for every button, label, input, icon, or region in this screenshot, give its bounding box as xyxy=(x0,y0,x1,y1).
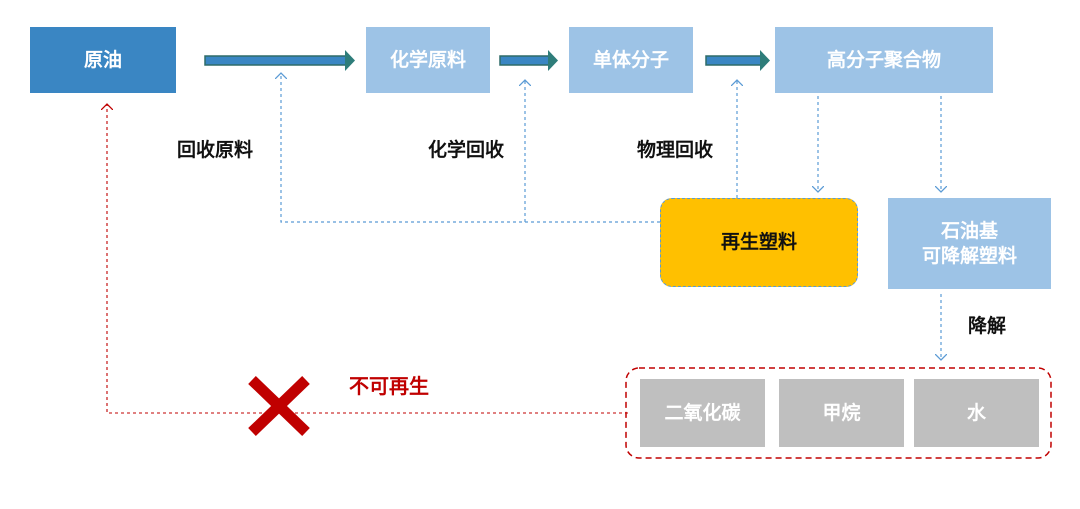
node-degradable-plastic: 石油基 可降解塑料 xyxy=(888,198,1051,289)
label-feedstock-recycling: 回收原料 xyxy=(177,139,254,161)
label-physical-recycling: 物理回收 xyxy=(637,139,714,161)
cross-icon xyxy=(248,376,310,436)
node-monomer: 单体分子 xyxy=(569,27,693,93)
node-polymer: 高分子聚合物 xyxy=(775,27,993,93)
degradable-line-2: 可降解塑料 xyxy=(921,244,1017,267)
node-methane: 甲烷 xyxy=(779,379,904,447)
node-chemical-feedstock: 化学原料 xyxy=(366,27,490,93)
arrow-monomer-to-polymer xyxy=(705,50,770,71)
path-feedstock-recycling xyxy=(281,73,660,223)
node-recycled-plastic: 再生塑料 xyxy=(660,198,858,287)
node-water: 水 xyxy=(914,379,1039,447)
path-non-renewable xyxy=(107,104,628,414)
arrow-crude-to-feedstock xyxy=(204,50,355,71)
node-co2: 二氧化碳 xyxy=(640,379,765,447)
label-chemical-recycling: 化学回收 xyxy=(428,139,505,161)
arrow-feedstock-to-monomer xyxy=(499,50,558,71)
node-crude-oil: 原油 xyxy=(30,27,176,93)
label-degradation: 降解 xyxy=(968,315,1007,337)
label-non-renewable: 不可再生 xyxy=(349,374,429,398)
degradable-line-1: 石油基 xyxy=(940,219,998,242)
degradation-products-group xyxy=(625,367,1052,459)
